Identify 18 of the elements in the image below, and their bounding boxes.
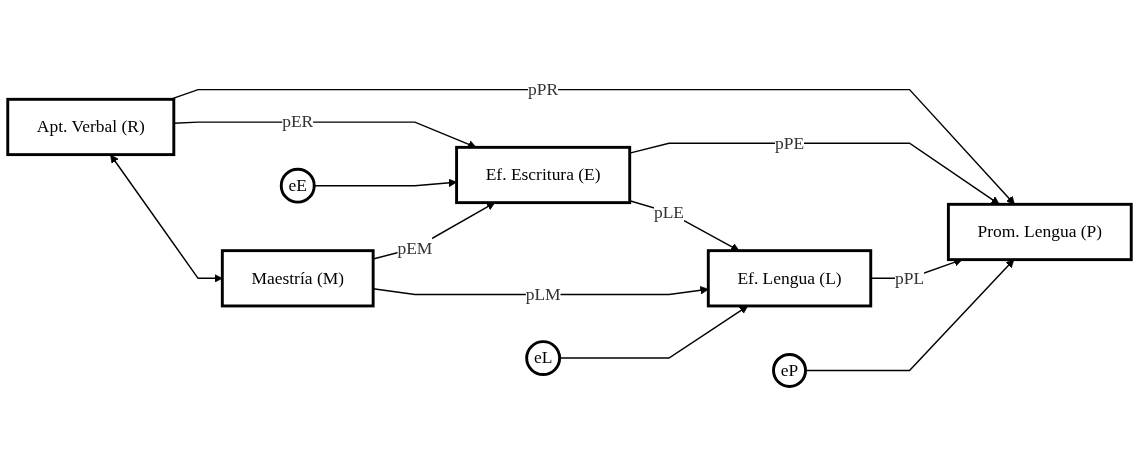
arrow [629,142,1000,205]
arrow [313,178,457,188]
edge-label: pEM [397,238,433,258]
edge-label: pPR [528,79,559,99]
node-box: Ef. Lengua (L) [706,249,873,308]
edge-label: pLE [653,202,685,222]
arrow [110,154,223,283]
node-box: Apt. Verbal (R) [6,97,176,157]
node-circle: eP [772,353,807,388]
edge-label: pLM [525,284,561,304]
node-box: Maestría (M) [220,249,375,308]
node-box: Prom. Lengua (P) [946,202,1133,262]
node-box: Ef. Escritura (E) [455,145,632,205]
node-circle: eL [525,340,562,377]
edge-label: pPE [774,133,805,153]
edge-label: pER [282,111,314,132]
edge-label: pPL [895,268,925,288]
node-circle: eE [279,167,316,204]
